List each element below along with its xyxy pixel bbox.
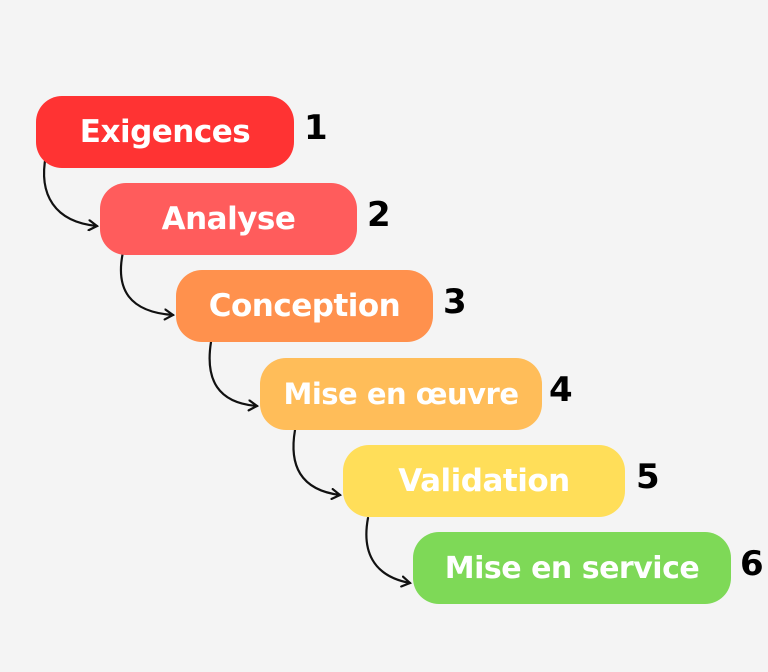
step-label: Mise en service (444, 550, 700, 586)
step-analyse: Analyse (100, 183, 357, 255)
arrow-2-to-3 (119, 250, 173, 315)
arrow-3-to-4 (208, 340, 257, 406)
step-label: Mise en œuvre (283, 377, 520, 411)
step-number: 3 (443, 282, 467, 322)
step-mise-en-service: Mise en service (413, 532, 731, 604)
step-exigences: Exigences (36, 96, 294, 168)
arrow-1-to-2 (43, 153, 97, 226)
step-number: 6 (740, 544, 764, 584)
step-label: Conception (208, 288, 401, 324)
step-number: 2 (367, 195, 391, 235)
step-conception: Conception (176, 270, 433, 342)
step-validation: Validation (343, 445, 625, 517)
step-mise-en-oeuvre: Mise en œuvre (260, 358, 542, 430)
arrow-5-to-6 (365, 516, 410, 583)
step-number: 5 (636, 457, 660, 497)
step-number: 4 (549, 370, 573, 410)
arrow-4-to-5 (292, 428, 340, 495)
step-label: Analyse (161, 201, 296, 237)
step-number: 1 (304, 108, 328, 148)
step-label: Validation (398, 463, 570, 499)
step-label: Exigences (79, 114, 251, 150)
